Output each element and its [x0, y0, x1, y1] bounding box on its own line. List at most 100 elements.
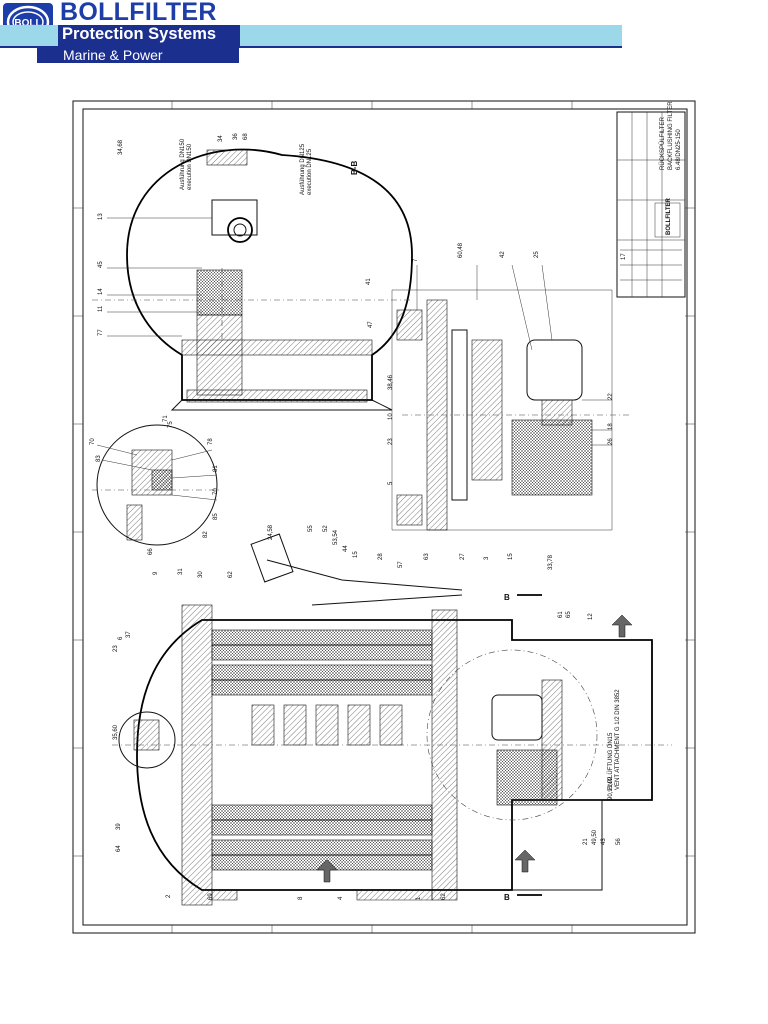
callout-number: 70: [213, 488, 219, 495]
callout-number: 17: [621, 253, 627, 260]
callout-number: 25: [534, 251, 540, 258]
callout-number: 42: [500, 251, 506, 258]
callout-number: 85: [213, 513, 219, 520]
division-box: [37, 47, 239, 63]
title-block-subtitle: BACKFLUSHING FILTER: [668, 101, 674, 170]
callout-number: 34: [218, 135, 224, 142]
callout-number: 24,58: [268, 524, 274, 540]
callout-number: 27: [460, 553, 466, 560]
frame-ticks: [73, 101, 695, 933]
callout-number: 55: [308, 525, 314, 532]
callout-number: 78: [208, 438, 214, 445]
callout-number: 62: [441, 893, 447, 900]
callout-number: 82: [203, 531, 209, 538]
callout-number: 65: [566, 611, 572, 618]
note-version-b: Ausführung DN125: [300, 143, 306, 195]
callout-number: 11: [98, 305, 104, 312]
callout-number: 6: [118, 636, 124, 640]
section-marker-bottom: B: [504, 893, 510, 902]
callout-number: 71: [163, 415, 169, 422]
brand-tagline: Protection Systems: [62, 25, 217, 43]
callout-number: 81: [213, 465, 219, 472]
callout-number: 69: [208, 893, 214, 900]
callout-number: 66: [148, 548, 154, 555]
callout-number: 38,46: [388, 374, 394, 390]
callout-number: 52: [323, 525, 329, 532]
logo-text: BOLL: [14, 18, 41, 29]
title-block: RÜCKSPÜLFILTER BACKFLUSHING FILTER 6.48/…: [616, 101, 686, 298]
valve-row: [251, 704, 403, 746]
callout-number: 34,68: [118, 139, 124, 155]
callout-number: 41: [366, 278, 372, 285]
callout-number: 37: [126, 631, 132, 638]
callout-number: 43: [601, 838, 607, 845]
callout-number: 83: [96, 455, 102, 462]
note-vent: ENTLÜFTUNG DN15: [607, 732, 614, 790]
callout-number: 10: [388, 413, 394, 420]
callout-number: 4: [338, 896, 344, 900]
note-version-a: Ausführung DN150: [180, 138, 186, 190]
brand-name: BOLLFILTER: [60, 0, 217, 26]
callout-number: 12: [588, 613, 594, 620]
callout-number: 9: [153, 571, 159, 575]
sheet-outer-frame: [72, 100, 696, 934]
callout-number: 31: [178, 568, 184, 575]
callout-number: 70: [90, 438, 96, 445]
callout-number: 35,60: [113, 724, 119, 740]
brand-header: BOLL BOLLFILTER Protection Systems Marin…: [0, 0, 768, 70]
brand-bar-dark: [58, 25, 240, 46]
section-label: B-B: [350, 161, 359, 175]
callout-number: 60,48: [458, 242, 464, 258]
callout-number: 18: [608, 423, 614, 430]
callout-number: 14: [98, 288, 104, 295]
callout-number: 26: [608, 438, 614, 445]
callout-number: 22: [608, 393, 614, 400]
note-version-a-sub: execution DN150: [187, 143, 193, 190]
title-block-title: RÜCKSPÜLFILTER: [659, 116, 666, 170]
callout-number: 33,78: [548, 554, 554, 570]
callout-number: 15: [508, 553, 514, 560]
callout-number: 68: [243, 133, 249, 140]
section-view-top: B-B Ausführung DN150 execution DN150 Aus…: [92, 133, 413, 411]
sheet-inner-frame: [82, 108, 688, 926]
callout-number: 90,91,92: [608, 776, 614, 800]
callout-number: 39: [116, 823, 122, 830]
callout-number: 30: [198, 571, 204, 578]
callout-number: 44: [343, 545, 349, 552]
callout-number: 61: [558, 611, 564, 618]
technical-drawing: RÜCKSPÜLFILTER BACKFLUSHING FILTER 6.48/…: [72, 100, 696, 934]
callout-number: 23: [113, 645, 119, 652]
callout-number: 57: [398, 561, 404, 568]
callout-number: 62: [228, 571, 234, 578]
callout-number: 1: [416, 896, 422, 900]
brand-rule: [0, 46, 622, 48]
main-filter-view: B B ENTLÜFTUNG DN15 VENT ATTACHMENT G 1/…: [112, 524, 672, 906]
callout-number: 36: [233, 133, 239, 140]
note-version-b-sub: execution DN125: [307, 148, 313, 195]
callout-number: 75: [168, 421, 174, 428]
callout-number: 3: [484, 556, 490, 560]
callout-number: 5: [388, 481, 394, 485]
callout-number: 13: [98, 213, 104, 220]
callout-number: 15: [353, 551, 359, 558]
callout-number: 49,50: [592, 829, 598, 845]
note-vent-sub: VENT ATTACHMENT G 1/2 DIN 3852: [615, 689, 621, 790]
section-marker-top: B: [504, 593, 510, 602]
callout-number: 45: [98, 261, 104, 268]
callout-number: 63: [424, 553, 430, 560]
callout-number: 2: [166, 894, 172, 898]
callout-number: 56: [616, 838, 622, 845]
title-block-number: 6.48/DN25-150: [676, 129, 682, 170]
callout-number: 21: [583, 838, 589, 845]
callout-number: 23: [388, 438, 394, 445]
callout-number: 77: [98, 329, 104, 336]
callouts-top-view: 34,68 34 36 68 13 45 14 11 77 41: [98, 133, 372, 336]
division-label: Marine & Power: [63, 47, 163, 63]
callout-number: 47: [368, 321, 374, 328]
title-block-company: BOLLFILTER: [666, 197, 672, 235]
